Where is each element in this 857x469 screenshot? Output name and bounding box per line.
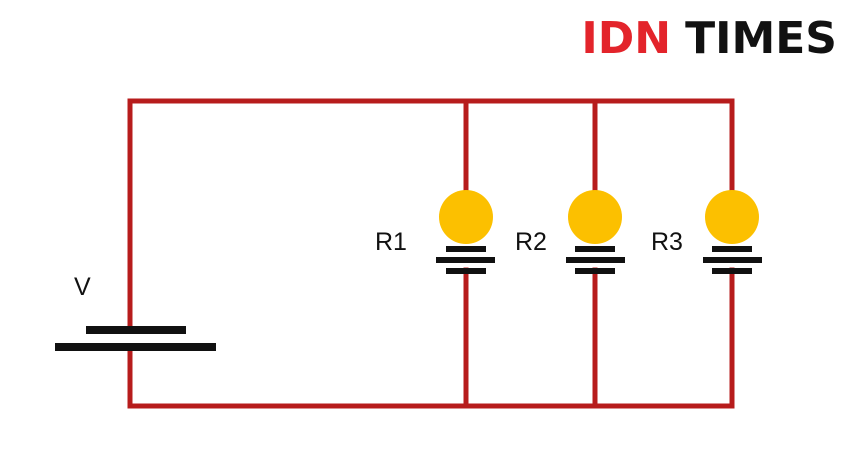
idn-times-logo: IDN TIMES [581, 14, 837, 64]
battery-label: V [74, 273, 91, 301]
bulb-r2-base-bar [575, 268, 615, 274]
bulb-label-r2: R2 [515, 228, 547, 256]
bulb-r1-base-bar [446, 268, 486, 274]
bulb-label-r1: R1 [375, 228, 407, 256]
bulb-r1-glass [439, 190, 493, 244]
battery-symbol [55, 326, 216, 351]
logo-text-times: TIMES [685, 13, 837, 64]
circuit-wires [127, 98, 735, 409]
bulb-r3-glass [705, 190, 759, 244]
bulb-label-r3: R3 [651, 228, 683, 256]
bulb-r3-base-bar [703, 257, 762, 263]
battery-short-plate [86, 326, 186, 334]
bulb-r3-base-bar [712, 268, 752, 274]
battery-long-plate [55, 343, 216, 351]
logo-text-idn: IDN [581, 13, 672, 64]
bulb-r2-base-bar [575, 246, 615, 252]
bulb-r1 [436, 190, 495, 274]
bulb-r1-base-bar [436, 257, 495, 263]
bulb-r2-glass [568, 190, 622, 244]
bulb-r3 [703, 190, 762, 274]
bulb-r3-base-bar [712, 246, 752, 252]
bulb-r2 [566, 190, 625, 274]
bulb-r2-base-bar [566, 257, 625, 263]
bulb-r1-base-bar [446, 246, 486, 252]
